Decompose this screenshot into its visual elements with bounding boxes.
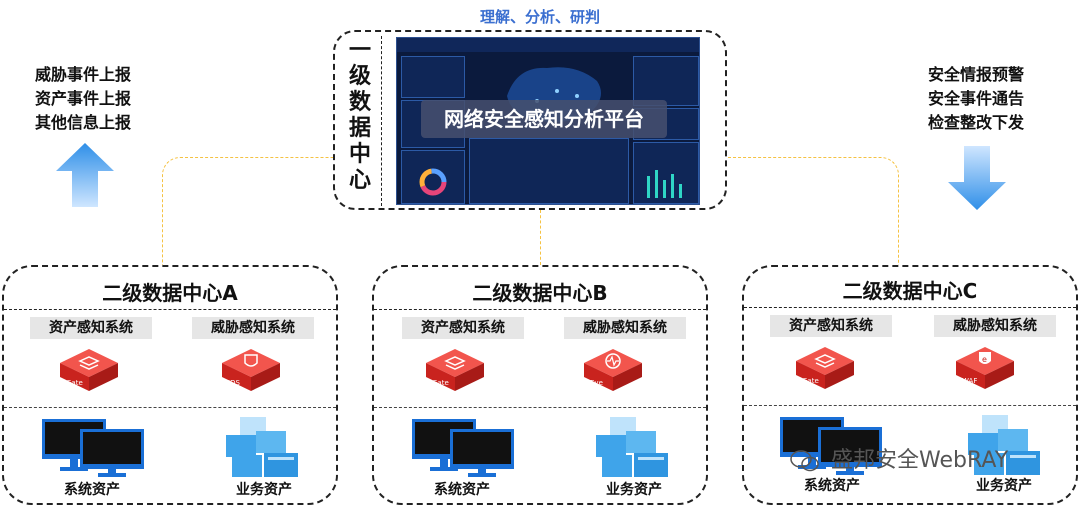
download-item: 安全事件通告 [928, 89, 1025, 108]
title-char: 据 [348, 116, 371, 141]
center-title: 二级数据中心A [102, 281, 238, 305]
upload-item: 威胁事件上报 [35, 65, 132, 84]
primary-data-center-title: 一 级 数 据 中 心 [340, 38, 380, 194]
connector-right [728, 157, 899, 266]
watermark-text: 盛邦安全WebRAY [831, 448, 1009, 473]
system-asset-label: 系统资产 [64, 482, 120, 498]
center-title: 二级数据中心C [842, 279, 978, 303]
upload-item: 资产事件上报 [35, 89, 132, 108]
secondary-center-a: 二级数据中心A 资产感知系统 威胁感知系统 Gate IDS 系统资产 业务资产 [2, 265, 338, 505]
center-title: 二级数据中心B [472, 281, 608, 305]
cube-label: WAF [962, 377, 977, 385]
dashboard-panel [401, 56, 465, 98]
title-char: 心 [348, 168, 371, 193]
download-item: 安全情报预警 [928, 65, 1025, 84]
waf-cube-icon: e WAF [956, 347, 1014, 389]
center-divider [744, 307, 1076, 308]
system-asset-label: 系统资产 [434, 482, 490, 498]
eye-cube-icon: Eye [584, 349, 642, 391]
center-divider [744, 405, 1076, 406]
up-arrow-icon [56, 143, 114, 207]
primary-data-center-frame [333, 30, 727, 210]
platform-banner: 网络安全感知分析平台 [421, 100, 667, 138]
business-asset-label: 业务资产 [606, 482, 662, 498]
donut-chart-icon [419, 168, 447, 196]
cube-label: Gate [802, 377, 819, 385]
title-char: 数 [348, 90, 371, 115]
secondary-center-b: 二级数据中心B 资产感知系统 威胁感知系统 Gate Eye 系统资产 业务资产 [372, 265, 708, 505]
gate-cube-icon: Gate [796, 347, 854, 389]
dashboard-table [469, 138, 629, 204]
gate-cube-icon: Gate [426, 349, 484, 391]
watermark: 盛邦安全WebRAY [790, 442, 1008, 474]
connector-middle [540, 210, 541, 265]
business-asset-label: 业务资产 [236, 482, 292, 498]
monitor-icon [42, 419, 144, 477]
asset-system-label: 资产感知系统 [770, 315, 892, 337]
svg-text:e: e [982, 355, 987, 364]
center-divider [374, 309, 706, 310]
title-char: 一 [348, 38, 371, 63]
title-char: 级 [348, 64, 371, 89]
gate-cube-icon: Gate [60, 349, 118, 391]
system-asset-label: 系统资产 [804, 478, 860, 494]
down-arrow-icon [948, 146, 1006, 210]
title-char: 中 [348, 142, 371, 167]
threat-system-label: 威胁感知系统 [192, 317, 314, 339]
server-icon [226, 417, 298, 477]
ids-cube-icon: IDS [222, 349, 280, 391]
server-icon [968, 415, 1040, 475]
cube-label: IDS [228, 379, 240, 387]
business-asset-label: 业务资产 [976, 478, 1032, 494]
threat-system-label: 威胁感知系统 [934, 315, 1056, 337]
cube-label: Eye [590, 379, 603, 387]
monitor-icon [780, 417, 882, 475]
dashboard-panel [633, 56, 699, 106]
dashboard-header [397, 38, 699, 52]
server-icon [596, 417, 668, 477]
secondary-center-c: 二级数据中心C 资产感知系统 威胁感知系统 Gate e WAF 系统资产 业务… [742, 265, 1078, 505]
wechat-icon [790, 450, 819, 472]
bar-chart-icon [647, 170, 682, 198]
asset-system-label: 资产感知系统 [30, 317, 152, 339]
monitor-icon [412, 419, 514, 477]
download-item: 检查整改下发 [928, 113, 1025, 132]
cube-label: Gate [432, 379, 449, 387]
upload-list: 威胁事件上报 资产事件上报 其他信息上报 [35, 63, 131, 135]
cube-label: Gate [66, 379, 83, 387]
connector-left [162, 157, 333, 266]
asset-system-label: 资产感知系统 [402, 317, 524, 339]
upload-item: 其他信息上报 [35, 113, 132, 132]
center-divider [4, 407, 336, 408]
threat-system-label: 威胁感知系统 [564, 317, 686, 339]
center-divider [4, 309, 336, 310]
primary-divider [381, 36, 382, 206]
center-divider [374, 407, 706, 408]
top-caption: 理解、分析、研判 [479, 8, 600, 26]
download-list: 安全情报预警 安全事件通告 检查整改下发 [928, 63, 1024, 135]
